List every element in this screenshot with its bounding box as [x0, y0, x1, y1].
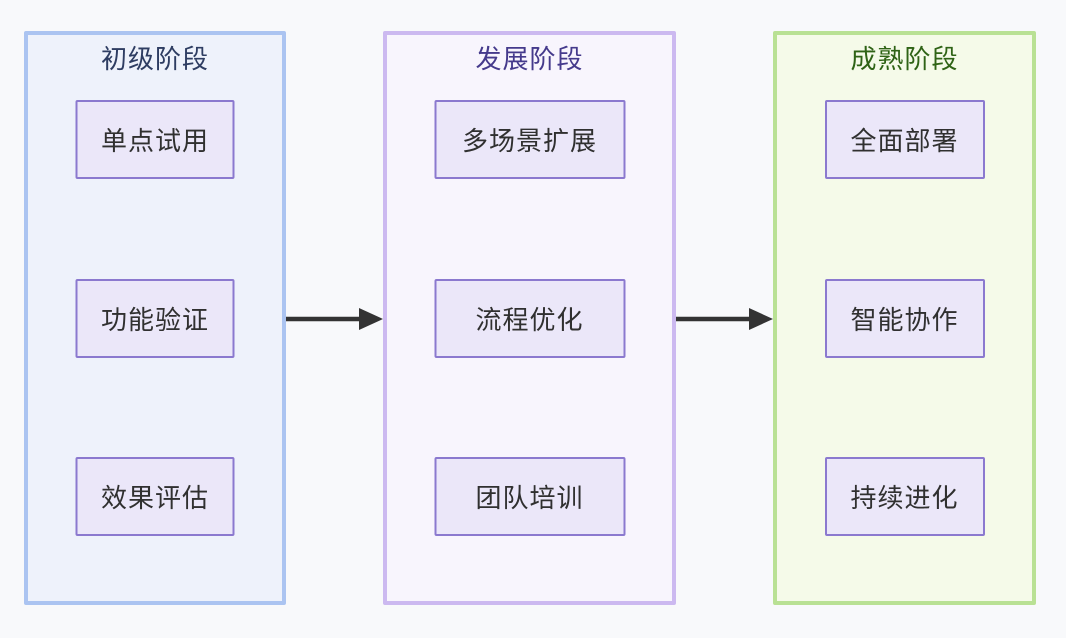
- stage-node: 单点试用: [75, 100, 235, 179]
- stage-node: 效果评估: [75, 457, 235, 536]
- flow-arrow-icon: [286, 308, 383, 330]
- arrow-head: [749, 308, 773, 330]
- stage-node: 智能协作: [824, 279, 985, 358]
- stage-panel-development: 发展阶段 多场景扩展 流程优化 团队培训: [383, 31, 676, 605]
- stage-node: 团队培训: [434, 457, 625, 536]
- stage-title-development: 发展阶段: [475, 44, 584, 74]
- stage-node: 流程优化: [434, 279, 625, 358]
- stage-node: 多场景扩展: [434, 100, 625, 179]
- stage-node: 全面部署: [824, 100, 985, 179]
- stage-title-mature: 成熟阶段: [850, 44, 959, 74]
- stage-panel-initial: 初级阶段 单点试用 功能验证 效果评估: [24, 31, 286, 605]
- stage-title-initial: 初级阶段: [100, 44, 209, 74]
- arrow-head: [359, 308, 383, 330]
- flow-arrow-icon: [676, 308, 773, 330]
- stage-panel-mature: 成熟阶段 全面部署 智能协作 持续进化: [773, 31, 1036, 605]
- stage-node: 功能验证: [75, 279, 235, 358]
- stage-node: 持续进化: [824, 457, 985, 536]
